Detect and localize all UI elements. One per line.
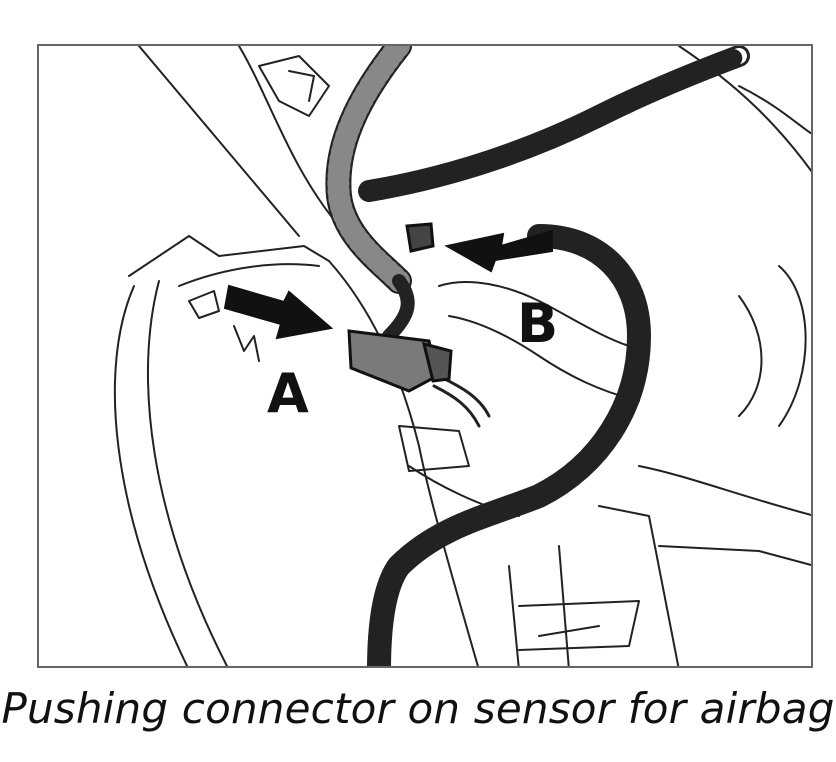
callout-label-b: B: [517, 292, 558, 355]
body-curve: [778, 265, 807, 427]
panel-outline: [138, 46, 300, 237]
line-drawing: A B: [113, 46, 811, 666]
trim-curve: [113, 285, 189, 666]
bracket-left: [233, 325, 260, 362]
body-line: [738, 85, 811, 135]
harness-top-ribs: [327, 46, 410, 292]
harness-loop-ribs: [369, 226, 649, 666]
trim-curve-inner: [146, 280, 229, 666]
lower-right-line-3: [658, 545, 811, 566]
lower-right-line-2: [638, 465, 811, 516]
illustration-frame: A B: [37, 44, 813, 668]
harness-upper-right-ribs: [360, 47, 748, 200]
lower-frame-2: [558, 545, 570, 666]
clip-left: [188, 290, 220, 319]
center-line: [328, 260, 479, 666]
trim-edge-2: [178, 263, 320, 287]
lower-frame-4: [538, 625, 600, 637]
mount-block: [398, 425, 470, 472]
connector-latch: [405, 222, 435, 253]
sensor-lead-2: [432, 384, 481, 428]
arrow-b: [444, 229, 553, 273]
connector: [347, 222, 453, 393]
connector-lead: [382, 274, 415, 343]
callout-label-a: A: [267, 362, 309, 425]
arrow-a: [223, 284, 334, 340]
connector-body: [347, 329, 439, 393]
panel-outline-inner: [238, 46, 340, 227]
lower-frame: [508, 565, 520, 666]
trim-edge: [128, 235, 330, 277]
bracket-top: [258, 55, 330, 117]
body-curve-2: [738, 295, 763, 417]
sensor-bracket: [438, 280, 630, 347]
lower-frame-3: [518, 600, 640, 651]
connector-cap: [421, 341, 453, 383]
lower-right-line: [598, 505, 680, 666]
sensor-bracket-2: [448, 315, 640, 402]
figure-caption: Pushing connector on sensor for airbag: [1, 684, 835, 733]
bracket-top-2: [288, 70, 315, 102]
sensor-lead: [437, 374, 491, 418]
